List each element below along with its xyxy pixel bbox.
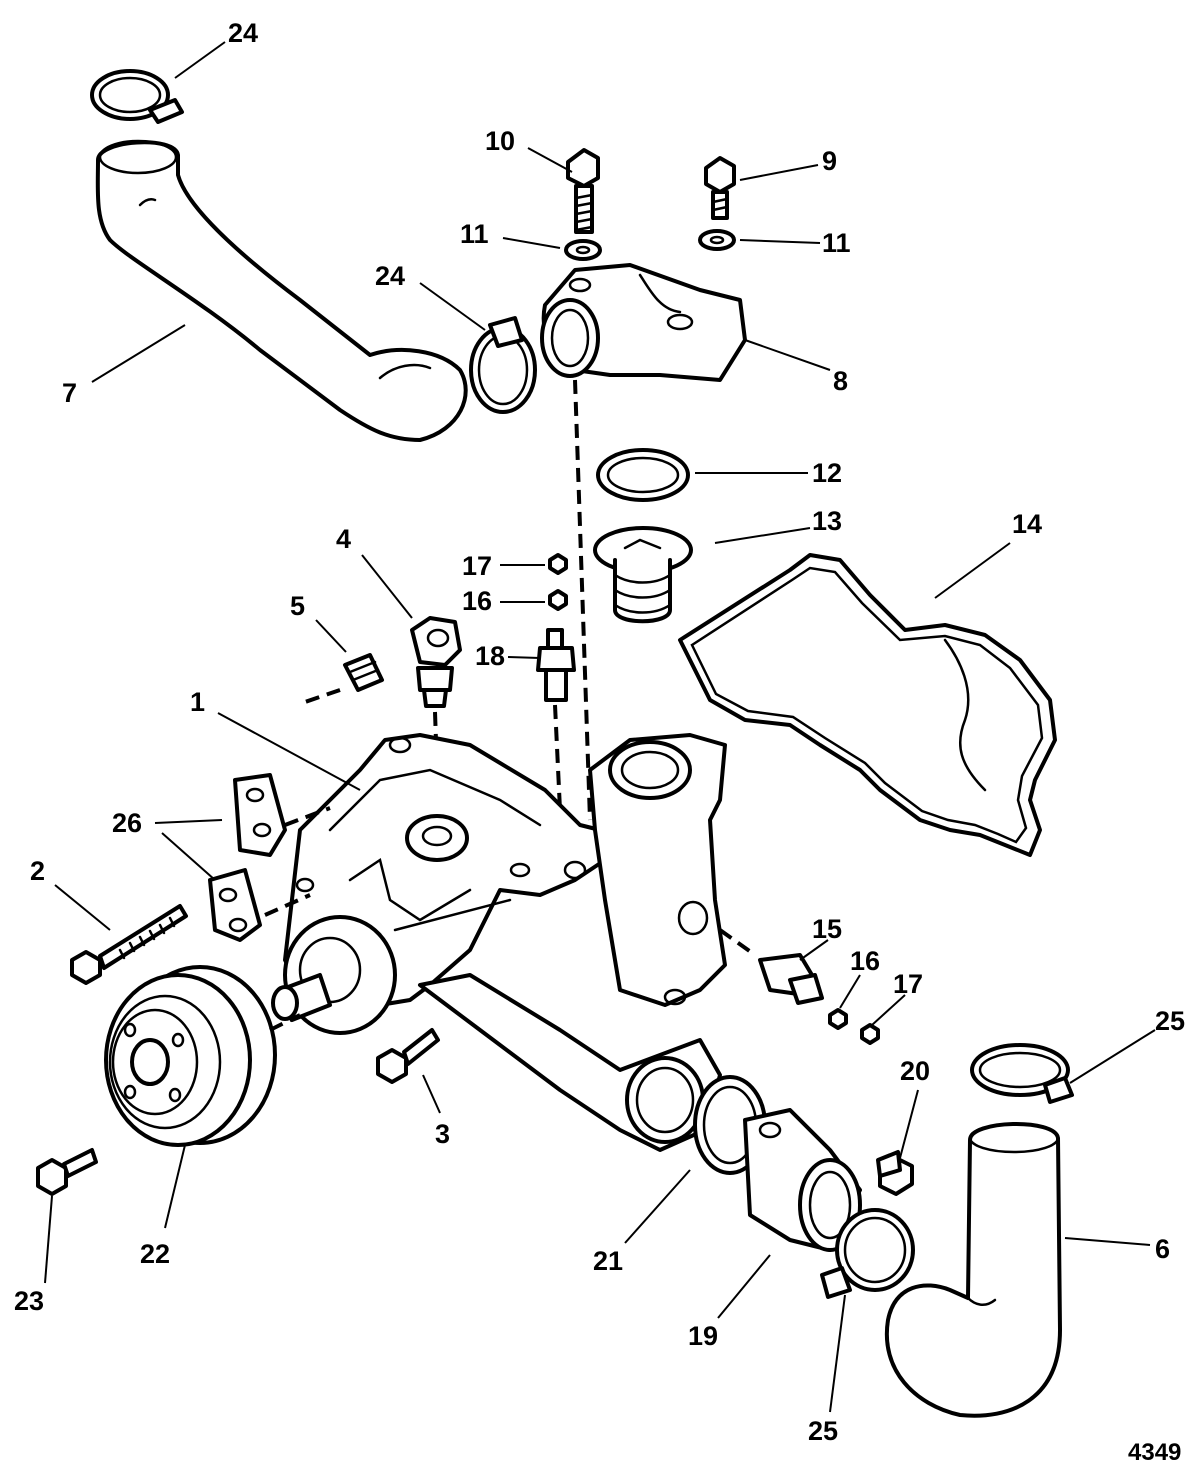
- callout-8: 8: [833, 366, 848, 396]
- upper-hose: [95, 139, 468, 442]
- leader-lines: [44, 41, 1156, 1413]
- temperature-sender: [536, 628, 576, 702]
- callout-11-left: 11: [460, 219, 489, 249]
- callout-2: 2: [30, 856, 45, 886]
- callout-11-right: 11: [822, 228, 851, 258]
- thermostat-housing: [540, 263, 747, 382]
- callout-15: 15: [812, 914, 842, 944]
- hose-clamp-25-upper: [970, 1043, 1074, 1104]
- bolt-3: [376, 1028, 440, 1084]
- bolt-23: [36, 1148, 98, 1196]
- bracket-26-upper: [233, 773, 287, 857]
- callout-3: 3: [435, 1119, 450, 1149]
- alignment-line-sender-15: [718, 928, 757, 957]
- alignment-line-small-fitting: [304, 688, 341, 704]
- nut-16-lower: [828, 1008, 848, 1030]
- callout-1: 1: [190, 687, 205, 717]
- fitting: [410, 616, 462, 708]
- callout-6: 6: [1155, 1234, 1170, 1264]
- callout-24-top: 24: [228, 18, 258, 48]
- washer-11-right: [698, 229, 736, 251]
- bolt-10: [566, 148, 600, 234]
- callout-25-lower: 25: [808, 1416, 838, 1446]
- alignment-line-bracket-2: [264, 893, 311, 917]
- bracket-26-lower: [208, 868, 262, 942]
- callout-25-upper: 25: [1155, 1006, 1185, 1036]
- callout-26: 26: [112, 808, 142, 838]
- hose-clamp-25-lower: [820, 1208, 915, 1299]
- callout-20: 20: [900, 1056, 930, 1086]
- callout-4: 4: [336, 524, 351, 554]
- housing-gasket: [678, 553, 1057, 857]
- pump-hub: [271, 915, 397, 1035]
- alignment-line-bracket: [284, 806, 331, 827]
- pulley: [104, 965, 277, 1147]
- sender-15: [758, 953, 824, 1005]
- lower-hose: [884, 1122, 1062, 1418]
- hose-clamp-middle: [469, 316, 537, 414]
- callout-18: 18: [475, 641, 505, 671]
- alignment-line-sender: [553, 704, 562, 811]
- alignment-line-pulley: [269, 1013, 301, 1032]
- hose-clamp-top: [90, 69, 184, 124]
- callout-5: 5: [290, 591, 305, 621]
- bolt-2: [70, 904, 188, 985]
- callout-22: 22: [140, 1239, 170, 1269]
- callout-12: 12: [812, 458, 842, 488]
- thermostat: [593, 526, 693, 624]
- seal-ring: [596, 448, 690, 502]
- callout-17-lower: 17: [893, 969, 923, 999]
- nut-16-upper: [548, 589, 568, 611]
- callout-23: 23: [14, 1286, 44, 1316]
- callout-21: 21: [593, 1246, 623, 1276]
- small-fitting: [343, 653, 384, 692]
- nut-17-lower: [860, 1023, 880, 1045]
- pump-outlet-tower: [563, 733, 727, 1007]
- drawing-reference-number: 4349: [1128, 1439, 1181, 1466]
- callout-24-middle: 24: [375, 261, 405, 291]
- callout-labels: 24 10 9 11 11 24 7 8 12 13 14 4 17 16 5 …: [14, 18, 1185, 1446]
- bolt-9: [704, 156, 736, 220]
- callout-9: 9: [822, 146, 837, 176]
- alignment-line-housing: [573, 379, 592, 821]
- bolt-20: [876, 1150, 914, 1196]
- callout-16-lower: 16: [850, 946, 880, 976]
- callout-14: 14: [1012, 509, 1042, 539]
- washer-11-left: [564, 239, 602, 261]
- callout-13: 13: [812, 506, 842, 536]
- callout-16-upper: 16: [462, 586, 492, 616]
- callout-10: 10: [485, 126, 515, 156]
- callout-7: 7: [62, 378, 77, 408]
- callout-19: 19: [688, 1321, 718, 1351]
- callout-17-upper: 17: [462, 551, 492, 581]
- nut-17-upper: [548, 553, 568, 575]
